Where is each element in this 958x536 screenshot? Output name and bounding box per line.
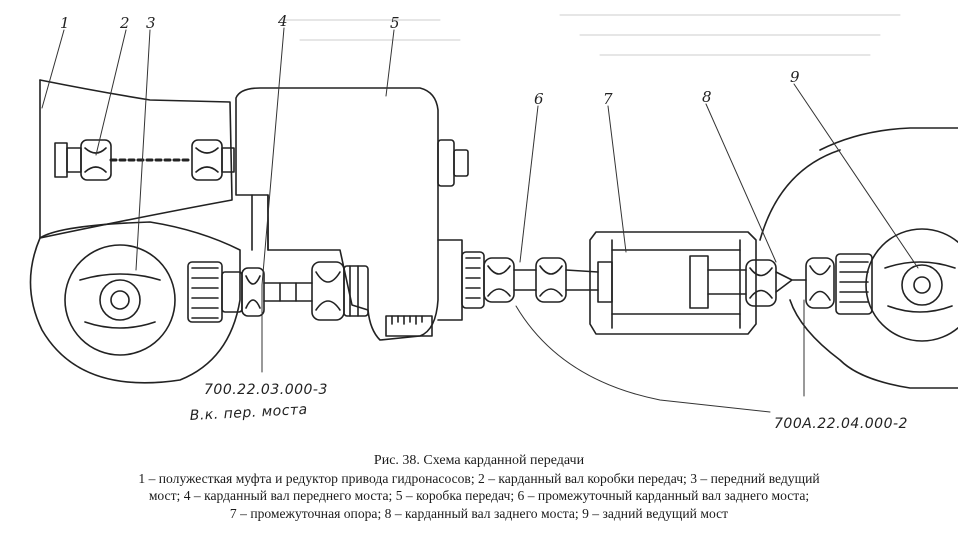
front-axle-shaft-4 [221, 261, 369, 321]
front-axle-wheel-3 [29, 221, 241, 384]
callout-3: 3 [146, 14, 156, 32]
caption-line-2: мост; 4 – карданный вал переднего моста;… [148, 488, 810, 503]
callout-4: 4 [277, 12, 288, 30]
callout-2: 2 [119, 14, 130, 32]
callout-5: 5 [390, 14, 400, 32]
figure-caption: Рис. 38. Схема карданной передачи 1 – по… [0, 452, 958, 522]
callout-8: 8 [702, 88, 712, 106]
callout-1: 1 [60, 14, 70, 32]
caption-line-3: 7 – промежуточная опора; 8 – карданный в… [229, 505, 729, 521]
caption-line-1: 1 – полужесткая муфта и редуктор привода… [138, 470, 820, 486]
callout-7: 7 [603, 90, 613, 108]
gearbox-5 [235, 87, 469, 341]
callout-6: 6 [534, 90, 544, 108]
intermediate-support-7 [589, 231, 757, 335]
rear-axle-shaft-8 [707, 257, 835, 309]
callout-9: 9 [790, 68, 800, 86]
caption-title: Рис. 38. Схема карданной передачи [373, 453, 585, 468]
intermediate-shaft-6 [437, 239, 599, 321]
front-axle-note: В.к. пер. моста [189, 402, 308, 424]
transmission-diagram: 1 2 3 4 5 6 7 8 9 700.22.03.000-3 В.к. п… [29, 12, 958, 432]
leader-lines [41, 27, 919, 413]
rear-shaft-part-number: 700А.22.04.000-2 [774, 416, 908, 432]
front-shaft-part-number: 700.22.03.000-3 [204, 382, 328, 398]
rear-axle-wheel-9 [759, 127, 958, 389]
